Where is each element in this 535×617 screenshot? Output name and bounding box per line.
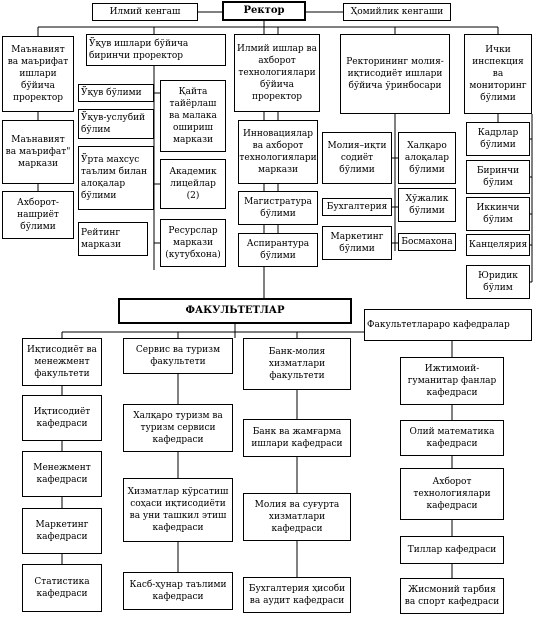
dept-intl-tourism-box: Халқаро туризм ва туризм сервиси кафедра… [123,404,233,452]
interfaculty-box: Факультетлараро кафедралар [364,309,532,341]
intl-relations-dept-box: Халқаро алоқалар бўлими [398,132,456,184]
printing-house-box: Босмахона [398,233,456,251]
dept-vocational-box: Касб-ҳунар таълими кафедраси [123,572,233,610]
magistracy-dept-box: Магистратура бўлими [238,191,318,225]
internal-inspection-box: Ички инспекция ва мониторинг бўлими [464,34,532,114]
dept-banking-box: Банк ва жамғарма ишлари кафедраси [243,419,351,457]
info-publishing-box: Ахборот-нашриёт бўлими [2,191,74,239]
second-dept-box: Иккинчи бўлим [466,197,530,231]
faculty-banking-box: Банк-молия хизматлари факультети [243,338,351,390]
methodical-dept-box: Ўқув-услубий бўлим [78,109,154,139]
dept-info-tech-box: Ахборот технологиялари кафедраси [400,468,504,520]
hr-dept-box: Кадрлар бўлими [466,122,530,156]
doctoral-dept-box: Аспирантура бўлими [238,233,318,267]
faculty-service-tourism-box: Сервис ва туризм факультети [123,338,233,374]
dept-economics-box: Иқтисодиёт кафедраси [22,395,102,441]
faculties-title: ФАКУЛЬТЕТЛАР [118,298,352,324]
resource-center-box: Ресурслар маркази (кутубхона) [160,219,226,267]
secondary-edu-dept-box: Ўрта махсус таълим билан алоқалар бўлими [78,146,154,210]
legal-dept-box: Юридик бўлим [466,265,530,299]
first-dept-box: Биринчи бўлим [466,160,530,194]
innovation-center-box: Инновациялар ва ахборот технологиялари м… [238,120,318,184]
dept-accounting-audit-box: Бухгалтерия ҳисоби ва аудит кафедраси [243,577,351,613]
dept-service-economics-box: Хизматлар кўрсатиш соҳаси иқтисодиёти ва… [123,478,233,542]
faculty-economics-box: Иқтисодиёт ва менежмент факультети [22,338,102,386]
spiritual-prorector-box: Маънавият ва маърифат ишлари бўйича прор… [2,36,74,112]
rector-box: Ректор [222,1,306,21]
dept-management-box: Менежмент кафедраси [22,451,102,497]
dept-finance-insurance-box: Молия ва суғурта хизматлари кафедраси [243,493,351,541]
science-prorector-box: Илмий ишлар ва ахборот технологиялари бў… [234,34,320,112]
study-dept-box: Ўқув бўлими [78,84,154,102]
first-prorector-box: Ўқув ишлари бўйича биринчи проректор [86,34,226,66]
finance-deputy-box: Ректорининг молия-иқтисодиёт ишлари бўйи… [340,34,450,114]
retraining-center-box: Қайта тайёрлаш ва малака ошириш маркази [160,80,226,152]
accounting-box: Бухгалтерия [322,198,392,216]
dept-statistics-box: Статистика кафедраси [22,564,102,612]
marketing-dept-box: Маркетинг бўлими [322,226,392,260]
dept-social-humanities-box: Ижтимоий-гуманитар фанлар кафедраси [400,357,504,405]
rating-center-box: Рейтинг маркази [78,222,148,256]
dept-higher-math-box: Олий математика кафедраси [400,420,504,456]
academic-lyceums-box: Академик лицейлар (2) [160,159,226,209]
dept-physical-education-box: Жисмоний тарбия ва спорт кафедраси [400,578,504,614]
trustees-council-box: Ҳомийлик кенгаши [343,3,451,21]
spiritual-center-box: Маънавият ва маърифат" маркази [2,120,74,184]
chancellery-box: Канцелярия [466,234,530,256]
dept-marketing-box: Маркетинг кафедраси [22,508,102,554]
dept-languages-box: Тиллар кафедраси [400,536,504,564]
finance-econ-dept-box: Молия–иқти содиёт бўлими [322,132,392,184]
scientific-council-box: Илмий кенгаш [92,3,198,21]
household-dept-box: Хўжалик бўлими [398,188,456,222]
